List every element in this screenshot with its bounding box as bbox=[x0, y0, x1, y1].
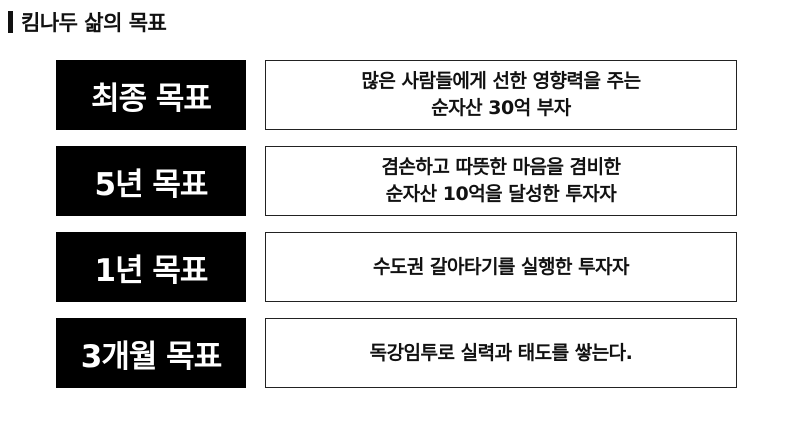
page-title: 킴나두 삶의 목표 bbox=[21, 11, 167, 35]
goal-label-final: 최종 목표 bbox=[56, 60, 246, 130]
goal-row-final: 최종 목표 많은 사람들에게 선한 영향력을 주는 순자산 30억 부자 bbox=[56, 60, 737, 130]
page-header: 킴나두 삶의 목표 bbox=[8, 7, 167, 37]
header-accent-bar bbox=[8, 11, 13, 33]
goal-description-5-year: 겸손하고 따뜻한 마음을 겸비한 순자산 10억을 달성한 투자자 bbox=[265, 146, 737, 216]
goal-row-3-month: 3개월 목표 독강임투로 실력과 태도를 쌓는다. bbox=[56, 318, 737, 388]
goal-label-1-year: 1년 목표 bbox=[56, 232, 246, 302]
goal-label-3-month: 3개월 목표 bbox=[56, 318, 246, 388]
goal-description-line: 순자산 10억을 달성한 투자자 bbox=[385, 183, 617, 205]
goal-label-5-year: 5년 목표 bbox=[56, 146, 246, 216]
goal-description-line: 겸손하고 따뜻한 마음을 겸비한 bbox=[381, 156, 621, 178]
goal-description-final: 많은 사람들에게 선한 영향력을 주는 순자산 30억 부자 bbox=[265, 60, 737, 130]
goal-description-line: 순자산 30억 부자 bbox=[431, 97, 571, 119]
goal-row-1-year: 1년 목표 수도권 갈아타기를 실행한 투자자 bbox=[56, 232, 737, 302]
goal-row-5-year: 5년 목표 겸손하고 따뜻한 마음을 겸비한 순자산 10억을 달성한 투자자 bbox=[56, 146, 737, 216]
goal-description-3-month: 독강임투로 실력과 태도를 쌓는다. bbox=[265, 318, 737, 388]
goal-description-line: 많은 사람들에게 선한 영향력을 주는 bbox=[361, 70, 641, 92]
goal-description-1-year: 수도권 갈아타기를 실행한 투자자 bbox=[265, 232, 737, 302]
goal-description-line: 수도권 갈아타기를 실행한 투자자 bbox=[372, 255, 630, 278]
goal-description-line: 독강임투로 실력과 태도를 쌓는다. bbox=[369, 341, 633, 364]
